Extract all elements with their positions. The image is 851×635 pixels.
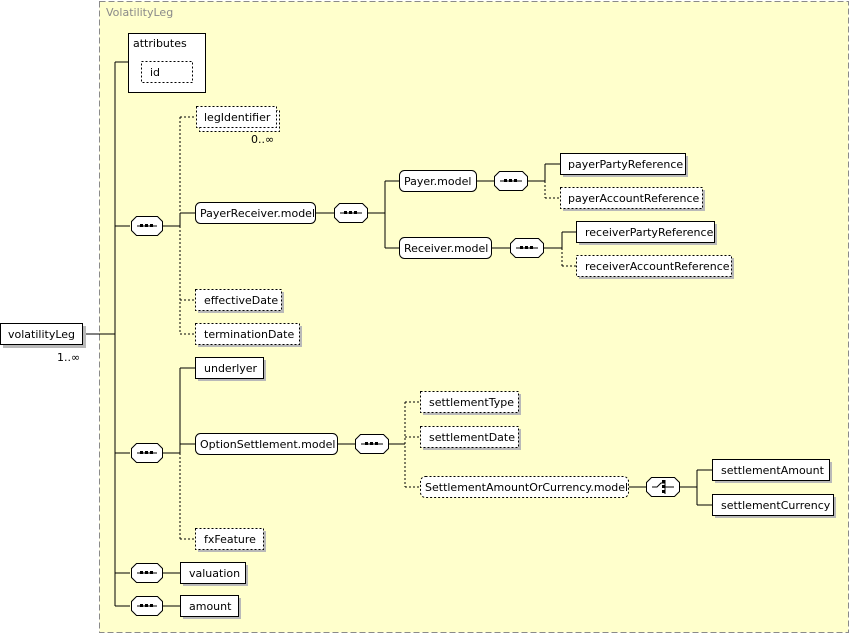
receiver-model-group[interactable]: Receiver.model bbox=[399, 237, 492, 259]
attribute-id: id bbox=[150, 66, 160, 79]
volatility-leg-element[interactable]: volatilityLeg bbox=[0, 323, 87, 349]
fx-feature-label: fxFeature bbox=[204, 533, 256, 546]
amount-element[interactable]: amount bbox=[180, 595, 242, 620]
payer-party-reference-element[interactable]: payerPartyReference bbox=[560, 153, 689, 178]
sequence-compositor bbox=[494, 171, 528, 191]
settlement-amount-or-currency-model-group[interactable]: SettlementAmountOrCurrency.model bbox=[420, 476, 629, 498]
settlement-currency-element[interactable]: settlementCurrency bbox=[712, 494, 837, 519]
settlement-type-element[interactable]: settlementType bbox=[420, 391, 522, 416]
effective-date-element[interactable]: effectiveDate bbox=[195, 289, 285, 314]
payer-receiver-model-group[interactable]: PayerReceiver.model bbox=[195, 202, 316, 224]
settlement-type-label: settlementType bbox=[429, 396, 514, 409]
sequence-compositor bbox=[355, 434, 389, 454]
sequence-compositor bbox=[131, 216, 163, 236]
termination-date-element[interactable]: terminationDate bbox=[195, 323, 303, 348]
root-cardinality: 1..∞ bbox=[57, 351, 80, 364]
settlement-currency-label: settlementCurrency bbox=[721, 499, 831, 512]
receiver-party-reference-element[interactable]: receiverPartyReference bbox=[576, 221, 718, 246]
underlyer-label: underlyer bbox=[204, 362, 258, 375]
connector-lines bbox=[86, 61, 712, 607]
payer-receiver-model-label: PayerReceiver.model bbox=[200, 207, 315, 220]
payer-party-reference-label: payerPartyReference bbox=[568, 158, 683, 171]
settlement-amount-or-currency-model-label: SettlementAmountOrCurrency.model bbox=[425, 481, 628, 494]
receiver-party-reference-label: receiverPartyReference bbox=[585, 226, 714, 239]
effective-date-label: effectiveDate bbox=[204, 294, 278, 307]
sequence-compositor bbox=[131, 563, 163, 583]
leg-identifier-label: legIdentifier bbox=[204, 111, 271, 124]
sequence-compositor bbox=[334, 203, 368, 223]
settlement-date-label: settlementDate bbox=[429, 431, 515, 444]
attributes-title: attributes bbox=[133, 37, 187, 50]
leg-identifier-cardinality: 0..∞ bbox=[251, 133, 274, 146]
underlyer-element[interactable]: underlyer bbox=[195, 357, 267, 382]
valuation-element[interactable]: valuation bbox=[180, 562, 249, 587]
attributes-box[interactable]: attributes id bbox=[128, 33, 206, 93]
amount-label: amount bbox=[189, 600, 232, 613]
receiver-account-reference-label: receiverAccountReference bbox=[585, 260, 730, 273]
payer-model-group[interactable]: Payer.model bbox=[399, 170, 477, 192]
group-title: VolatilityLeg bbox=[106, 6, 173, 19]
choice-compositor bbox=[646, 477, 680, 497]
sequence-compositor bbox=[131, 443, 163, 463]
option-settlement-model-label: OptionSettlement.model bbox=[200, 438, 335, 451]
sequence-compositor bbox=[131, 596, 163, 616]
settlement-amount-label: settlementAmount bbox=[721, 464, 825, 477]
termination-date-label: terminationDate bbox=[204, 328, 294, 341]
payer-model-label: Payer.model bbox=[404, 175, 471, 188]
volatility-leg-label: volatilityLeg bbox=[8, 328, 75, 341]
sequence-compositor bbox=[510, 238, 544, 258]
settlement-date-element[interactable]: settlementDate bbox=[420, 426, 522, 451]
leg-identifier-element[interactable]: legIdentifier bbox=[196, 106, 280, 132]
payer-account-reference-label: payerAccountReference bbox=[568, 192, 700, 205]
receiver-account-reference-element[interactable]: receiverAccountReference bbox=[576, 255, 735, 280]
valuation-label: valuation bbox=[189, 567, 240, 580]
fx-feature-element[interactable]: fxFeature bbox=[195, 528, 267, 553]
receiver-model-label: Receiver.model bbox=[404, 242, 488, 255]
settlement-amount-element[interactable]: settlementAmount bbox=[712, 459, 833, 484]
option-settlement-model-group[interactable]: OptionSettlement.model bbox=[195, 433, 338, 455]
payer-account-reference-element[interactable]: payerAccountReference bbox=[560, 187, 706, 212]
